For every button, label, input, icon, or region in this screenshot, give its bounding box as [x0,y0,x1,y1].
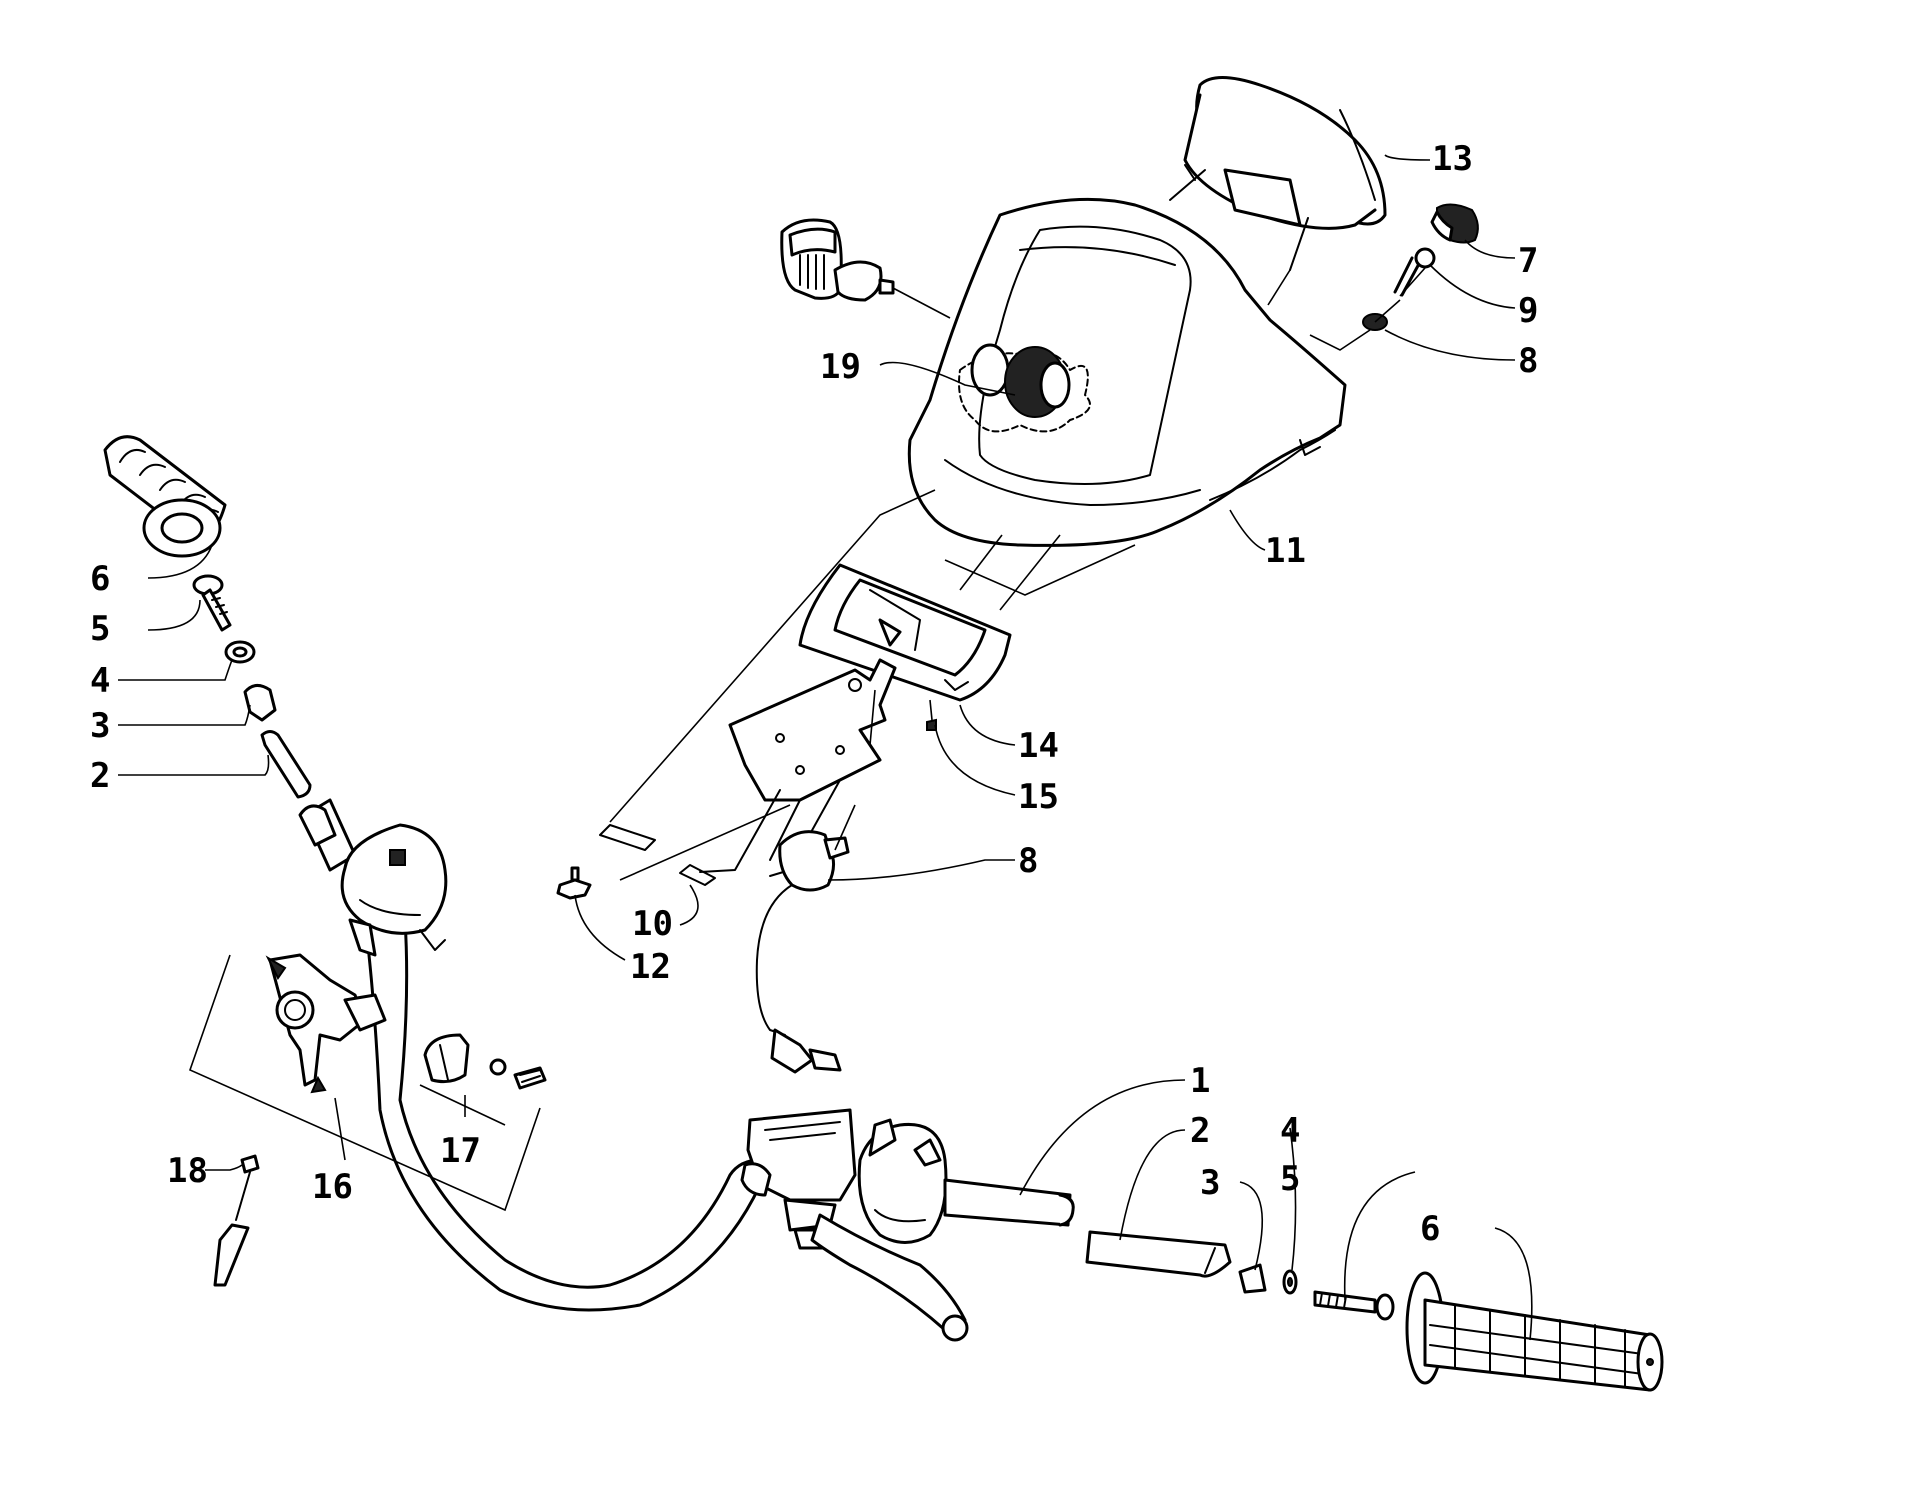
bolt-left [192,574,232,632]
callout-4-right: 4 [1280,1111,1300,1151]
callout-7: 7 [1518,241,1538,281]
callout-4-left: 4 [90,661,110,701]
callout-6-left: 6 [90,559,110,599]
grip-insert-left [260,730,312,799]
grip-right [1405,1271,1664,1392]
gauge-bracket [798,563,1012,702]
callout-labels: 13 7 9 8 19 11 6 5 4 3 2 14 15 8 10 12 1… [90,139,1538,1249]
callout-3-left: 3 [90,706,110,746]
clamp-kit [423,1033,547,1090]
callout-16: 16 [312,1167,353,1207]
callout-5-left: 5 [90,609,110,649]
assembly-lines [189,267,1426,1212]
left-bar-end [298,804,337,847]
power-socket [780,218,1091,433]
callout-17: 17 [440,1131,481,1171]
washer-right [1282,1269,1298,1295]
callout-11: 11 [1265,531,1306,571]
grip-insert-right [1085,1230,1232,1278]
end-cap-right [1238,1263,1267,1294]
callout-1: 1 [1190,1061,1210,1101]
speedometer [1169,76,1387,271]
right-switch-housing [857,1118,948,1244]
ignition-switch [755,830,850,1074]
instrument-pod [907,197,1347,547]
callout-8-lower: 8 [1018,841,1038,881]
brake-master-cylinder [740,1108,969,1342]
grip-left [103,435,227,558]
leader-lines [118,154,1533,1341]
callout-13: 13 [1432,139,1473,179]
callout-8-upper: 8 [1518,341,1538,381]
bracket-clip [926,718,937,731]
bolt-right [1313,1290,1395,1321]
callout-9: 9 [1518,291,1538,331]
callout-6-right: 6 [1420,1209,1440,1249]
wire-lead [213,1154,260,1287]
callout-2-left: 2 [90,756,110,796]
callout-3-right: 3 [1200,1163,1220,1203]
push-rivet [556,866,592,900]
callout-15: 15 [1018,777,1059,817]
callout-2-right: 2 [1190,1111,1210,1151]
end-cap-left [243,684,277,722]
throttle-control [265,953,387,1094]
washer-left [224,640,256,664]
callout-10: 10 [632,904,673,944]
handlebar [363,911,762,1312]
mounting-bracket [599,658,897,886]
callout-14: 14 [1018,726,1059,766]
right-grip-tube [943,1178,1075,1227]
ignition-key-cap [1430,203,1479,244]
callout-19: 19 [820,347,861,387]
callout-18: 18 [167,1151,208,1191]
callout-5-right: 5 [1280,1159,1300,1199]
callout-12: 12 [630,947,671,987]
ignition-key [1393,247,1436,297]
